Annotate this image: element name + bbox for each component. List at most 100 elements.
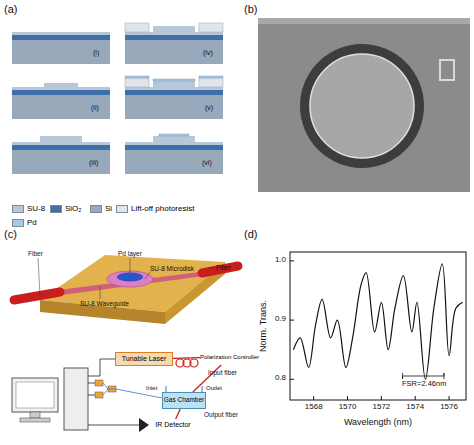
tick-mark — [290, 379, 294, 380]
tick-label: 1.0 — [275, 256, 286, 265]
tick-mark — [290, 320, 294, 321]
su8-disk — [40, 136, 82, 142]
sem-background — [258, 18, 470, 192]
tick-label: 0.8 — [275, 374, 286, 383]
sio2-layer — [12, 90, 110, 95]
si-substrate — [12, 40, 110, 64]
edge-label: Output fiber — [204, 411, 238, 418]
control-wire — [88, 395, 95, 396]
su8-film — [125, 32, 223, 35]
monitor-stand — [30, 412, 40, 418]
su8-disk — [44, 83, 78, 87]
port-label: Inlet — [146, 385, 157, 392]
control-wire — [88, 383, 95, 384]
su8-microdisk — [107, 271, 153, 287]
tick-mark — [313, 396, 314, 400]
process-step — [12, 136, 110, 174]
panel-letter: (c) — [4, 228, 17, 240]
leader-line — [130, 258, 131, 273]
chip-front — [40, 300, 165, 324]
process-step — [12, 32, 110, 64]
node-text: Polarization Controller — [200, 354, 259, 360]
fiber — [14, 292, 60, 300]
port-label: Outlet — [206, 385, 222, 392]
si-substrate — [12, 150, 110, 174]
sio2-layer — [125, 35, 223, 40]
process-step — [125, 76, 223, 119]
detector-symbol — [139, 418, 149, 432]
part-label: SU-8 Waveguide — [80, 300, 129, 307]
node-text: Tunable Laser — [122, 355, 167, 362]
sem-edge — [258, 18, 470, 24]
monitor — [12, 378, 58, 412]
si-substrate — [125, 40, 223, 64]
leader-line — [38, 258, 40, 295]
plot-frame — [290, 252, 466, 400]
photoresist — [125, 23, 149, 32]
legend-swatch — [90, 205, 102, 213]
step-number: (i) — [93, 49, 99, 57]
chamber-box: Gas Chamber — [162, 392, 206, 409]
legend-text: SiO₂ — [65, 204, 81, 213]
mfc — [95, 392, 103, 398]
legend-text: Lift-off photoresist — [131, 204, 194, 213]
su8-disk — [153, 26, 195, 32]
su8-film — [125, 87, 223, 90]
part-label: Fiber — [28, 250, 43, 257]
panel-letter: (b) — [244, 3, 257, 15]
process-step — [125, 23, 223, 64]
tick-mark — [449, 396, 450, 400]
su8-film — [12, 87, 110, 90]
su8-disk — [153, 136, 195, 142]
tick-mark — [415, 396, 416, 400]
pd-layer — [117, 273, 143, 282]
photoresist — [199, 78, 223, 87]
instrument-box: Tunable Laser — [115, 352, 173, 366]
sem-trench — [300, 44, 424, 168]
sio2-layer — [125, 90, 223, 95]
pd-film — [199, 76, 223, 78]
sio2-layer — [12, 35, 110, 40]
process-step — [12, 83, 110, 119]
fsr-bracket — [403, 373, 444, 379]
fiber-connector — [173, 357, 200, 359]
sio2-layer — [125, 145, 223, 150]
part-label: Pd layer — [118, 250, 142, 257]
legend-text: Pd — [27, 218, 37, 227]
plot-area — [290, 261, 463, 400]
tick-label: 1568 — [305, 403, 323, 412]
panel-letter: (a) — [4, 3, 17, 15]
step-number: (v) — [205, 104, 213, 112]
mfc — [95, 380, 103, 386]
tick-mark — [381, 396, 382, 400]
si-substrate — [12, 95, 110, 119]
tick-mark — [290, 260, 294, 261]
sio2-layer — [12, 145, 110, 150]
spectrum-curve — [293, 264, 462, 379]
su8-disk — [153, 81, 195, 87]
detector-label: IR Detector — [150, 419, 196, 431]
su8-film — [12, 32, 110, 35]
tick-mark — [347, 396, 348, 400]
legend-item: Lift-off photoresist — [116, 204, 194, 213]
pd-pad — [159, 134, 189, 136]
component-label: Polarization Controller — [200, 349, 259, 365]
keyboard — [20, 418, 50, 422]
axis-title: Wavelength (nm) — [344, 418, 412, 428]
step-number: (iii) — [89, 159, 98, 167]
node-text: Gas Chamber — [164, 397, 204, 404]
control-wire — [88, 359, 115, 376]
step-number: (ii) — [91, 104, 99, 112]
sem-microdisk — [310, 54, 414, 158]
legend-item: Si — [90, 204, 112, 213]
su8-film — [12, 142, 110, 145]
node-text: IR Detector — [155, 421, 190, 428]
part-label: SU-8 Microdisk — [150, 265, 194, 272]
photoresist — [125, 78, 149, 87]
leader-line — [145, 272, 150, 279]
si-substrate — [125, 95, 223, 119]
pd-film — [153, 79, 195, 81]
gas-line — [103, 383, 162, 398]
